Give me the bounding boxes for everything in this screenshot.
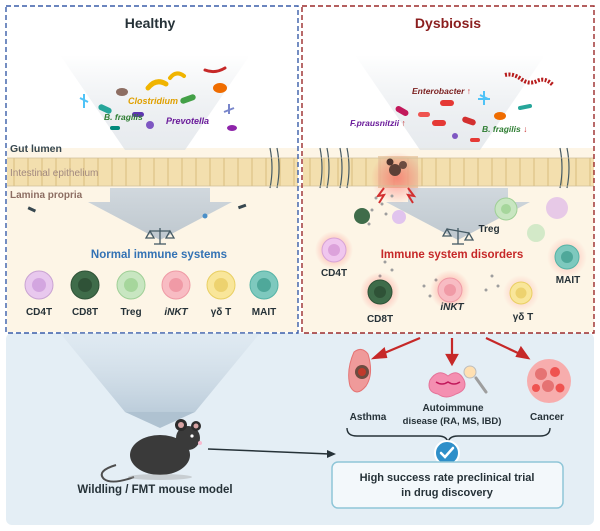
scale-icon [144,228,176,245]
clostridium-label: Clostridium [128,96,178,106]
lamina-propria-label: Lamina propria [10,190,83,201]
intestinal-epithelium-label: Intestinal epithelium [10,168,98,179]
autoimmune-label-1: Autoimmune [422,403,484,414]
dysbiosis-down-arrow [386,188,530,240]
cell-label: CD8T [72,307,98,318]
cancer-label: Cancer [530,412,564,423]
cell-label: MAIT [252,307,276,318]
dysbiosis-panel [303,55,594,332]
cancer-cell-icon [527,359,571,403]
b-fragilis-label: B. fragilis [104,112,143,122]
outcome-line-2: in drug discovery [401,487,494,499]
dysbiosis-cell-labels: CD4T CD8T iNKT γδ T Treg MAIT [321,224,580,325]
cell-label: iNKT [440,302,464,313]
disease-labels: Asthma Autoimmune disease (RA, MS, IBD) … [350,403,564,427]
cell-label: Treg [478,224,499,235]
dys-b-fragilis-label: B. fragilis ↓ [482,124,527,134]
normal-immune-label: Normal immune systems [91,249,227,261]
lightning-left [375,187,387,204]
mouse-to-outcome-arrow [207,448,331,455]
enterobacter-label: Enterobacter ↑ [412,86,471,96]
epithelium-band [7,158,298,186]
healthy-immune-cells [24,270,279,300]
cell-label: γδ T [211,307,232,318]
outcome-box [331,461,564,509]
damaged-cell-icon [386,158,407,176]
dysbiosis-title: Dysbiosis [415,15,481,31]
healthy-panel [7,55,298,332]
dysbiosis-epithelium-band [303,156,594,188]
dysbiosis-immune-cells [315,197,587,312]
cell-label: iNKT [164,307,188,318]
lightning-right [405,187,417,204]
outcome-line-1: High success rate preclinical trial [360,472,535,484]
asthma-label: Asthma [350,412,387,423]
mouse-model-label: Wildling / FMT mouse model [77,484,232,496]
autoimmune-label-2: disease (RA, MS, IBD) [403,416,502,427]
dysbiosis-bacteria-cluster [395,72,555,142]
immune-disorder-label: Immune system disorders [381,249,524,261]
cell-label: MAIT [556,275,580,286]
funnel-shape [60,55,250,150]
big-down-arrow [60,333,260,412]
cell-label: γδ T [513,312,534,323]
down-arrow [88,188,232,240]
prevotella-label: Prevotella [166,116,209,126]
healthy-title: Healthy [125,15,176,31]
f-prausnitzii-label: F.prausnitzii ↑ [350,118,406,128]
healthy-bacteria-cluster [79,66,237,131]
asthma-airway-icon [348,348,372,393]
healthy-cell-labels: CD4T CD8T Treg iNKT γδ T MAIT [26,307,276,318]
dysbiosis-panel-border [301,5,595,334]
disease-arrows [370,336,531,367]
cell-label: CD8T [367,314,393,325]
gut-lumen-label: Gut lumen [10,143,62,155]
autoimmune-organ-icon [428,365,488,398]
cell-label: Treg [120,307,141,318]
mouse-icon [100,419,202,483]
cell-label: CD4T [26,307,52,318]
check-mark [439,446,455,459]
cell-label: CD4T [321,268,347,279]
dysbiosis-scale-icon [441,227,475,245]
